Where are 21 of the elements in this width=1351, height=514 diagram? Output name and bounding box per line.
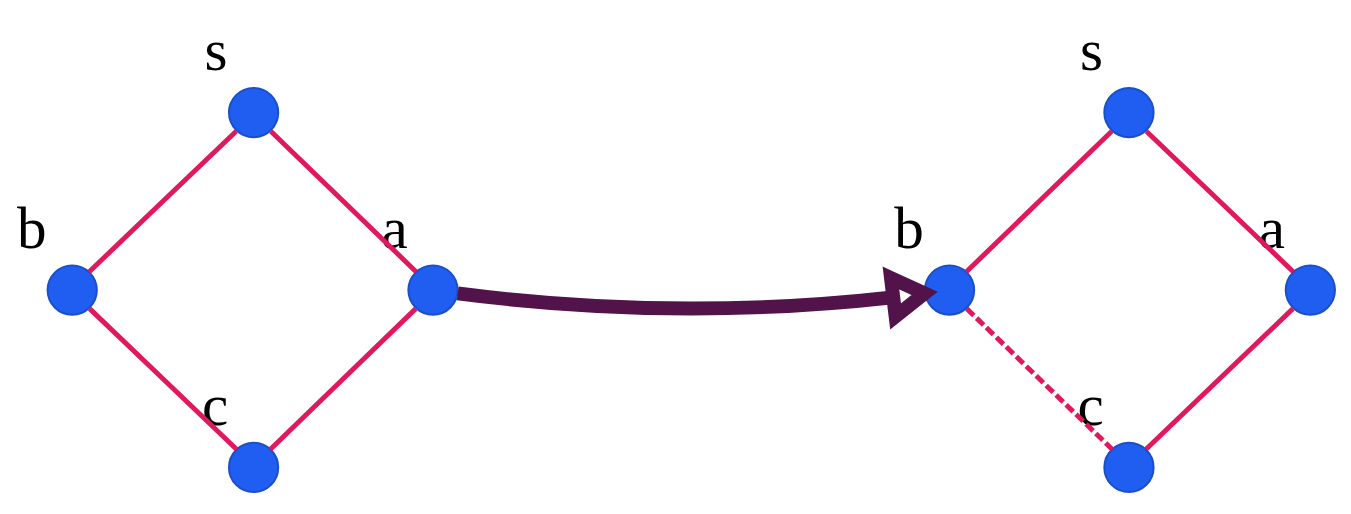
node-circle [227,86,280,138]
node-circle [46,263,98,316]
connector [965,306,1114,451]
node-label: s [1079,16,1103,83]
node-circle [1103,441,1155,493]
node-label: b [17,194,47,261]
connector [1144,128,1295,273]
node-circle [1284,263,1336,316]
connector [268,306,418,451]
node-circle [923,263,976,316]
node-circle [227,441,280,493]
connector [87,128,238,273]
connector [1144,306,1295,451]
node-circle [1103,86,1155,138]
connector [269,128,418,273]
node-circle [407,263,459,316]
arrow [456,266,938,329]
node-label: s [204,16,228,83]
connector [964,128,1114,273]
node-label: b [894,194,924,261]
connector [87,306,239,451]
